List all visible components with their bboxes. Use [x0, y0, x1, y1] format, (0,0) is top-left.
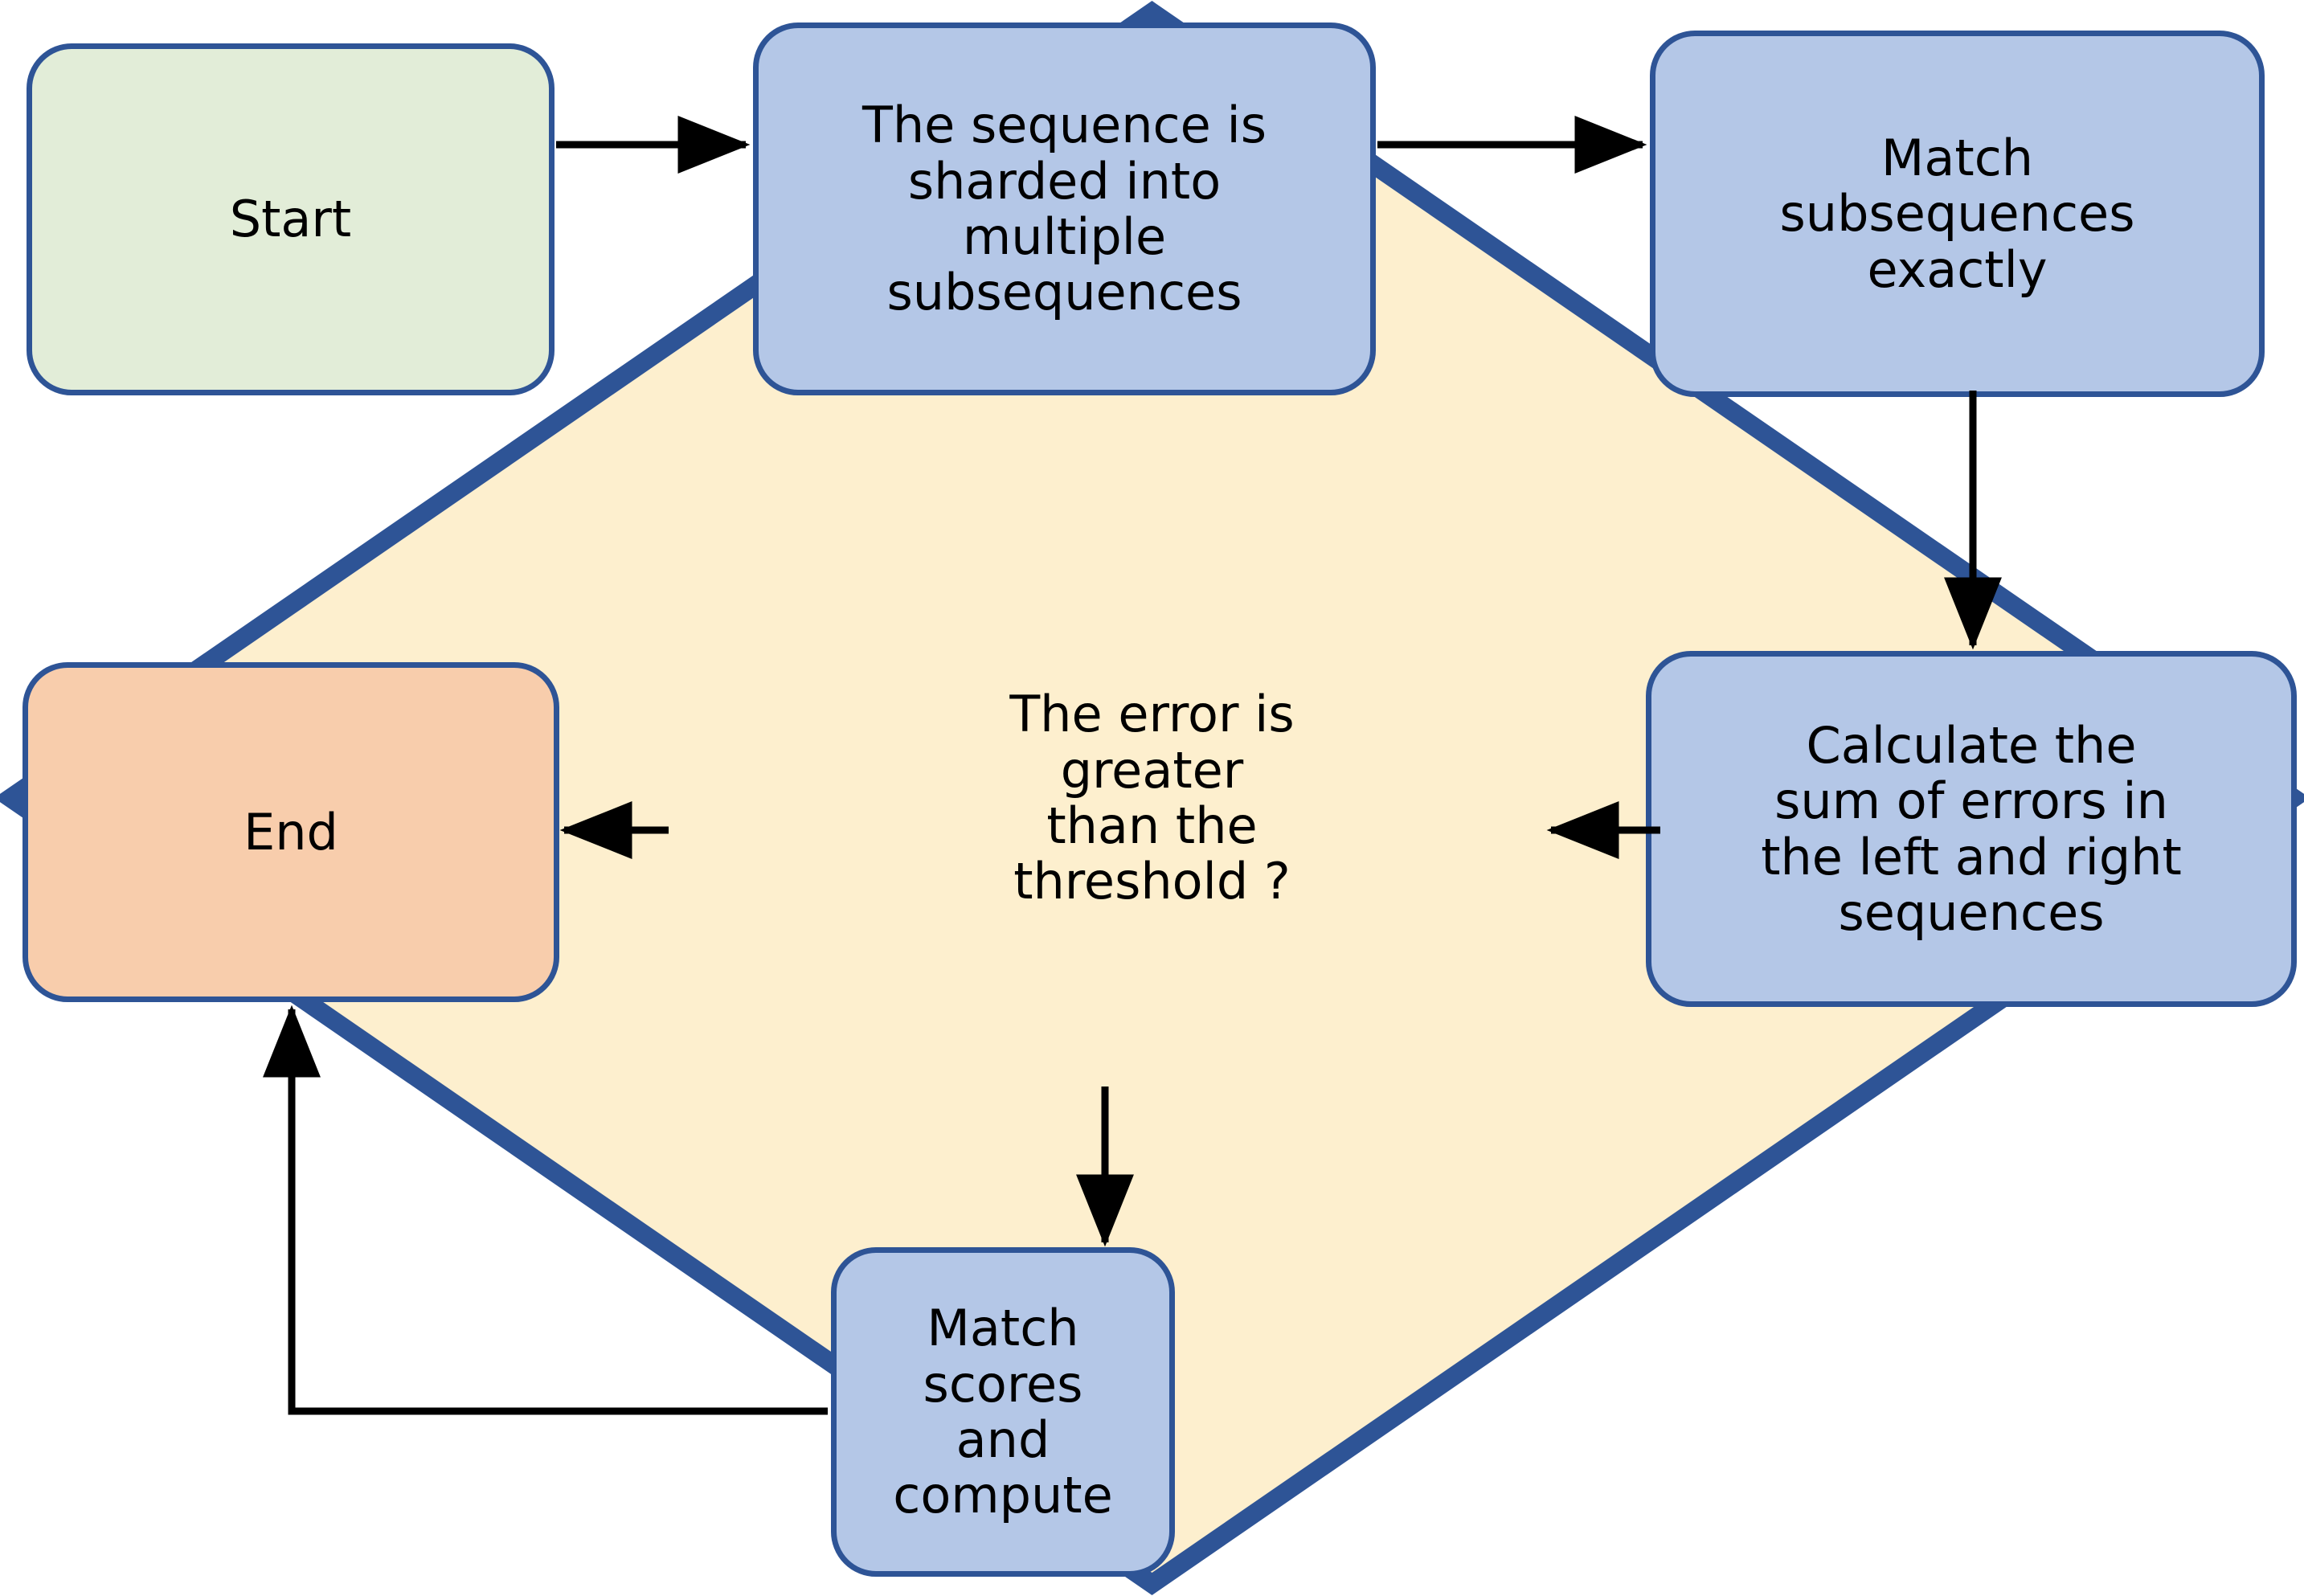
node-shard-sequence-label: The sequence is sharded into multiple su… [861, 96, 1267, 322]
node-start[interactable]: Start [27, 43, 555, 395]
node-end[interactable]: End [23, 662, 559, 1002]
node-match-subsequences-exactly-label: Match subsequences exactly [1779, 128, 2135, 299]
node-calculate-sum-of-errors-label: Calculate the sum of errors in the left … [1761, 715, 2182, 942]
node-match-scores-and-compute-label: Match scores and compute [893, 1299, 1113, 1525]
node-calculate-sum-of-errors[interactable]: Calculate the sum of errors in the left … [1646, 651, 2297, 1007]
node-start-label: Start [229, 190, 352, 249]
node-end-label: End [243, 802, 338, 861]
node-match-subsequences-exactly[interactable]: Match subsequences exactly [1650, 31, 2265, 397]
node-match-scores-and-compute[interactable]: Match scores and compute [831, 1247, 1175, 1577]
node-shard-sequence[interactable]: The sequence is sharded into multiple su… [753, 23, 1376, 395]
